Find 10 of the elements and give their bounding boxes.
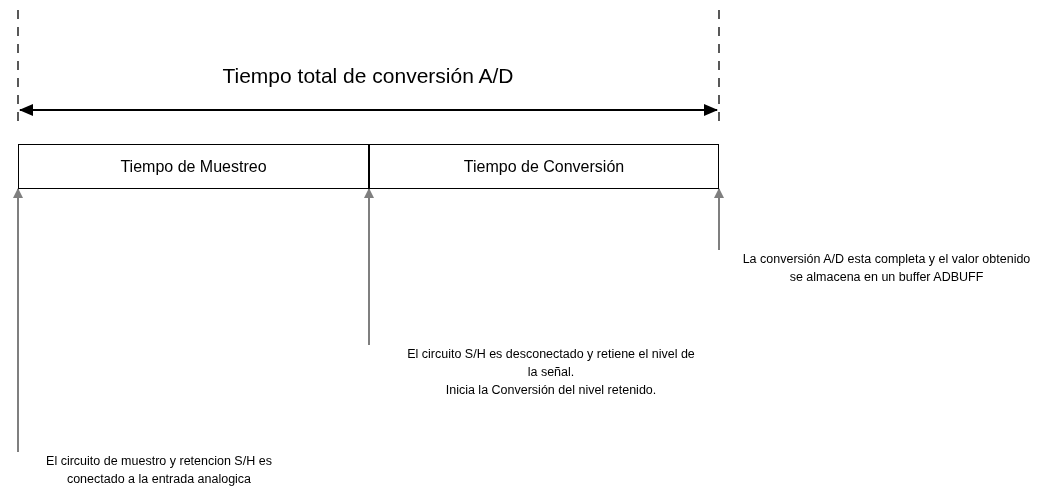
annotation-text: El circuito S/H es desconectado y retiene el nivel de la señal. [406, 346, 696, 381]
arrow [714, 188, 724, 251]
annotation-text: El circuito de muestro y retencion S/H es conectado a la entrada analogica [45, 453, 273, 488]
arrow [13, 188, 23, 453]
dimension-label: Tiempo total de conversión A/D [221, 63, 515, 89]
time-segment-box: Tiempo de Conversión [369, 144, 719, 189]
arrow [364, 188, 374, 346]
time-segment-box: Tiempo de Muestreo [18, 144, 369, 189]
annotation-text: Inicia la Conversión del nivel retenido. [445, 382, 657, 399]
annotation-text: La conversión A/D esta completa y el valor obtenido se almacena en un buffer ADBUFF [741, 251, 1032, 286]
